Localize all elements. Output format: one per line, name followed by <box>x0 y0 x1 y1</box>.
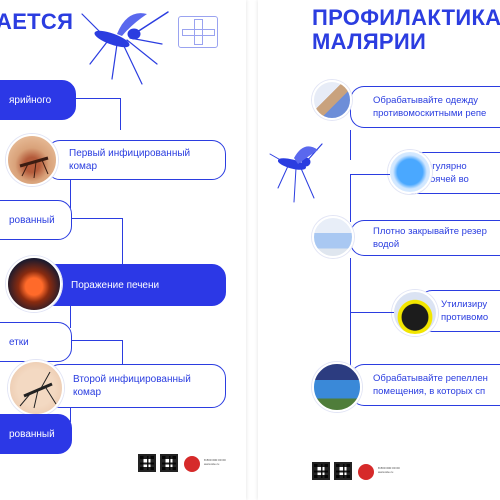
prevention-item-rooms-line1: Обрабатывайте репеллен <box>373 373 488 384</box>
prevention-item-clothing-line2: противомоскитными репе <box>373 108 487 119</box>
connector <box>70 180 72 208</box>
brand-logo-icon <box>184 456 200 472</box>
right-title-line2: МАЛЯРИИ <box>312 29 427 54</box>
prevention-item-standing-water-line1: Регулярно <box>421 161 467 172</box>
right-title-line1: ПРОФИЛАКТИКА <box>312 5 500 30</box>
step-second-mosquito: Второй инфицированный комар <box>46 364 226 408</box>
poster-malaria-transmission: АЕТСЯ ярийного Первый инфицированный ком… <box>0 0 246 500</box>
connector <box>122 340 124 366</box>
connector <box>122 218 124 264</box>
step-liver-damage: Поражение печени <box>30 264 226 306</box>
step-second-mosquito-line1: Второй инфицированный <box>73 374 191 385</box>
prevention-item-waste-line1: Утилизиру <box>441 299 488 310</box>
water-tank-photo <box>312 216 354 258</box>
step-second-mosquito-line2: комар <box>73 387 102 398</box>
repellent-spray-photo <box>312 80 352 120</box>
prevention-item-rooms: Обрабатывайте репеллен помещения, в кото… <box>350 364 500 406</box>
step-first-mosquito: Первый инфицированный комар <box>46 140 226 180</box>
qr-code-icon <box>334 462 352 480</box>
connector <box>72 340 122 342</box>
liver-photo <box>6 256 62 312</box>
prevention-item-water-tanks-line2: водой <box>373 239 400 250</box>
prevention-item-waste-line2: противомо <box>441 312 489 323</box>
connector <box>70 408 72 422</box>
step-blood-cells-label: етки <box>9 336 29 348</box>
prevention-item-clothing-line1: Обрабатывайте одежду <box>373 95 479 106</box>
mosquito-photo-2 <box>8 360 64 416</box>
step-liver-damage-label: Поражение печени <box>71 279 160 291</box>
left-title: АЕТСЯ <box>0 9 74 34</box>
step-infected-human-label: ярийного <box>9 94 52 106</box>
water-bottle-photo <box>388 150 432 194</box>
step-first-mosquito-line2: комар <box>69 161 98 172</box>
step-infected-human-2-label: рованный <box>9 428 55 440</box>
step-first-mosquito-line1: Первый инфицированный <box>69 148 191 159</box>
mosquito-photo-1 <box>6 134 58 186</box>
mosquito-icon <box>81 11 169 85</box>
connector <box>350 258 352 312</box>
trash-bag-photo <box>392 290 438 336</box>
qr-code-icon <box>138 454 156 472</box>
tent-photo <box>312 362 362 412</box>
hospital-logo-icon <box>178 16 218 48</box>
step-infected-human: ярийного <box>0 80 76 120</box>
connector <box>350 174 352 222</box>
step-infected-liver-label: рованный <box>9 214 55 226</box>
connector <box>70 306 72 328</box>
connector <box>350 312 352 366</box>
poster-malaria-prevention: ПРОФИЛАКТИКА МАЛЯРИИ Обрабатывайте одежд… <box>258 0 500 500</box>
brand-logo-icon <box>358 464 374 480</box>
qr-code-icon <box>312 462 330 480</box>
step-infected-liver: рованный <box>0 200 72 240</box>
connector <box>350 130 352 160</box>
prevention-item-rooms-line2: помещения, в которых сп <box>373 386 486 397</box>
prevention-item-water-tanks: Плотно закрывайте резер водой <box>350 220 500 256</box>
step-infected-human-2: рованный <box>0 414 72 454</box>
qr-code-icon <box>160 454 178 472</box>
connector <box>350 312 394 314</box>
connector <box>120 98 122 130</box>
connector <box>350 174 390 176</box>
prevention-item-clothing: Обрабатывайте одежду противомоскитными р… <box>350 86 500 128</box>
mosquito-icon <box>269 143 323 203</box>
prevention-item-standing-water-line2: стоячей во <box>421 174 469 185</box>
connector <box>76 98 120 100</box>
step-blood-cells: етки <box>0 322 72 362</box>
right-title: ПРОФИЛАКТИКА МАЛЯРИИ <box>312 6 500 54</box>
connector <box>72 218 122 220</box>
prevention-item-water-tanks-line1: Плотно закрывайте резер <box>373 226 487 237</box>
